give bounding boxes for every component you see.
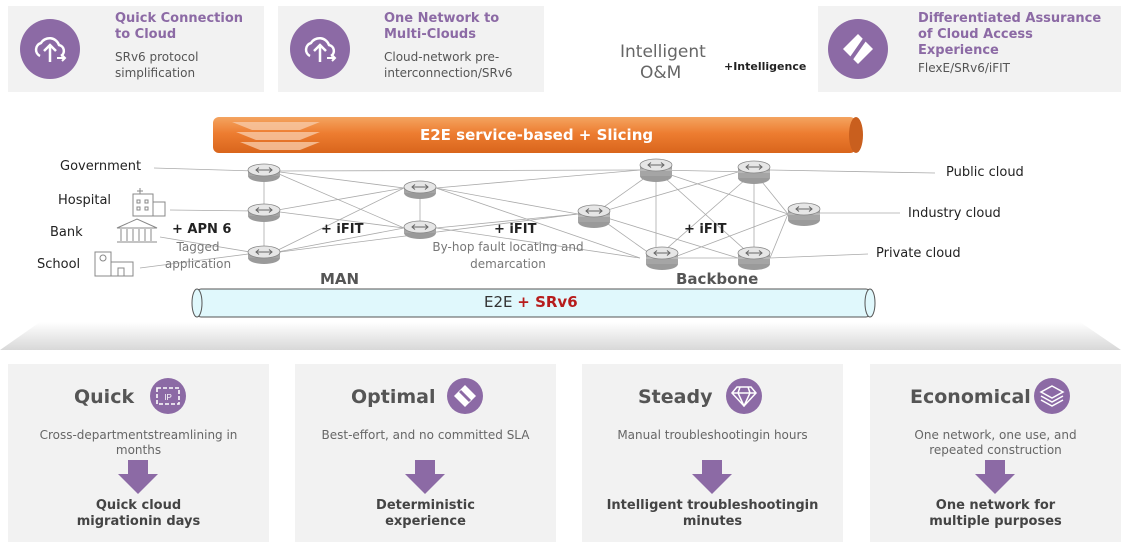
ifit-label-mid: + iFIT [494,222,537,237]
card-result: One network for multiple purposes [929,498,1062,529]
hospital-icon [132,188,166,217]
card-desc: Best-effort, and no committed SLA [321,428,530,442]
ifit-label-backbone: + iFIT [684,222,727,237]
ip-icon: IP [150,378,186,414]
apn6-label: + APN 6 [172,222,232,237]
down-arrow-icon [975,460,1015,494]
benefit-card-economical: Economical One network, one use, and rep… [870,364,1121,542]
tagged-label-1: Tagged [176,240,220,254]
down-arrow-icon [405,460,445,494]
benefit-card-steady: Steady Manual troubleshootingin hours In… [582,364,843,542]
card-desc: One network, one use, and repeated const… [914,428,1077,457]
network-diagram [0,117,1121,350]
card-result: Deterministic experience [376,498,475,529]
card-desc: Manual troubleshootingin hours [617,428,808,442]
benefit-card-quick: Quick IP Cross-departmentstreamlining in… [8,364,269,542]
om-line2: O&M [640,63,682,83]
down-arrow-icon [118,460,158,494]
tagged-label-2: application [164,257,232,271]
shadow-band [0,322,1121,350]
card-title: Steady [638,386,713,408]
cloud-public: Public cloud [946,165,1024,180]
man-label: MAN [320,270,360,288]
school-icon [94,251,134,277]
cloud-private: Private cloud [876,246,961,261]
site-school: School [37,257,81,272]
card-title: Differentiated Assurance of Cloud Access… [918,11,1102,58]
card-title: Quick [74,386,135,408]
card-title: Economical [910,386,1031,408]
card-desc: SRv6 protocol simplification [115,50,199,80]
card-title: Optimal [351,386,436,408]
srv6-pipe-label: E2E + SRv6 [484,293,578,311]
feature-card-multi-clouds: One Network to Multi-Clouds Cloud-networ… [278,6,544,92]
feature-card-differentiated-assurance: Differentiated Assurance of Cloud Access… [818,6,1121,92]
site-government: Government [60,159,142,174]
layers-icon [1034,378,1070,414]
card-desc: Cloud-network pre-interconnection/SRv6 [384,50,513,80]
slicing-pipe-label: E2E service-based + Slicing [420,126,654,144]
diamond-icon [726,378,762,414]
srv6-prefix: E2E [484,293,513,311]
svg-text:IP: IP [164,393,172,402]
card-desc: Cross-departmentstreamlining in months [39,428,238,457]
om-line1: Intelligent [620,42,706,62]
bank-icon [116,218,158,243]
benefit-card-optimal: Optimal Best-effort, and no committed SL… [295,364,556,542]
srv6-highlight: + SRv6 [517,293,578,311]
down-arrow-icon [692,460,732,494]
srv6-pipe [191,288,876,318]
intelligence-label: +Intelligence [724,60,807,73]
slash-diamond-icon [828,19,888,79]
feature-card-quick-connection: Quick Connection to Cloud SRv6 protocol … [8,6,264,92]
slicing-pipe [213,117,863,153]
card-title: Quick Connection to Cloud [115,11,244,42]
byhop-label-2: demarcation [470,257,546,271]
card-result: Quick cloud migrationin days [76,498,201,529]
card-result: Intelligent troubleshootingin minutes [606,498,819,529]
route-icon [447,378,483,414]
card-title: One Network to Multi-Clouds [384,11,500,42]
site-bank: Bank [50,225,83,240]
card-desc: FlexE/SRv6/iFIT [918,61,1010,75]
cloud-upload-icon [20,19,80,79]
cloud-industry: Industry cloud [908,206,1001,221]
cloud-upload-icon [290,19,350,79]
site-hospital: Hospital [58,193,112,208]
byhop-label-1: By-hop fault locating and [432,240,584,254]
ifit-label-man: + iFIT [321,222,364,237]
backbone-label: Backbone [676,270,759,288]
